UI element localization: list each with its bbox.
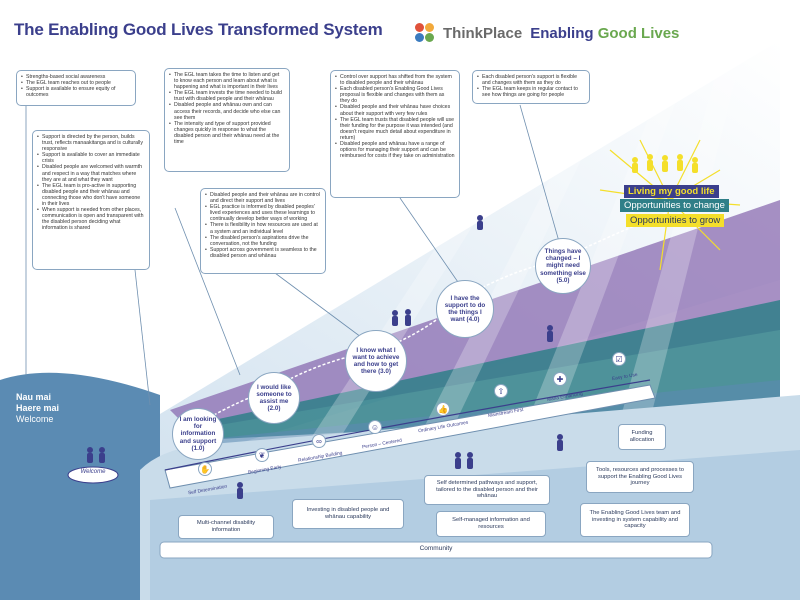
mainstream-first-icon: ⇧ [494,384,508,398]
info-box-4-item: The disabled person's aspirations drive … [205,235,321,247]
self-determination-icon: ✋ [198,462,212,476]
multichannel-information: Multi-channel disability information [178,515,274,539]
easy-to-use-icon: ☑ [612,352,626,366]
welcome-text: Nau mai Haere mai Welcome [16,392,59,425]
info-box-6: Each disabled person's support is flexib… [472,70,590,104]
goal-opportunities-change: Opportunities to change [620,199,729,212]
info-box-5-item: Each disabled person's Enabling Good Liv… [335,86,455,104]
info-box-6-item: The EGL team keeps in regular contact to… [477,86,585,98]
info-box-1-item: Strengths-based social awareness [21,74,131,80]
self-determined-pathways: Self determined pathways and support, ta… [424,475,550,505]
stage-5[interactable]: Things have changed – I might need somet… [535,238,591,294]
goal-opportunities-grow: Opportunities to grow [626,214,725,227]
stage-3[interactable]: I know what I want to achieve and how to… [345,330,407,392]
stage-1[interactable]: I am looking for information and support… [172,408,224,460]
thinkplace-logo-mark [415,23,435,43]
info-box-2-item: Disabled people are welcomed with warmth… [37,164,145,182]
info-box-4-item: There is flexibility in how resources ar… [205,222,321,234]
thinkplace-logo-text: ThinkPlace [443,24,523,42]
info-box-6-item: Each disabled person's support is flexib… [477,74,585,86]
info-box-3-item: The EGL team takes the time to listen an… [169,72,285,90]
celebrating-figures [632,154,698,173]
welcome-sign: Welcome [80,469,106,475]
info-box-2-item: When support is needed from other places… [37,207,145,231]
page-title: The Enabling Good Lives Transformed Syst… [14,20,383,39]
egl-logo-text: Enabling Good Lives [530,24,680,42]
info-box-4-item: EGL practice is informed by disabled peo… [205,204,321,222]
person-centered-icon: ☺ [368,420,382,434]
principles-bar [164,384,656,489]
info-box-2: Support is directed by the person, build… [32,130,150,270]
info-box-4-item: Disabled people and their whānau are in … [205,192,321,204]
info-box-4: Disabled people and their whānau are in … [200,188,326,274]
info-box-5-item: Control over support has shifted from th… [335,74,455,86]
logo-group: ThinkPlace Enabling Good Lives [415,22,679,44]
welcome-line-english: Welcome [16,414,54,424]
info-box-5-item: Disabled people and whānau have a range … [335,141,455,159]
funding-allocation: Funding allocation [618,424,666,450]
egl-team-investing: The Enabling Good Lives team and investi… [580,503,690,537]
community-bar [159,541,713,559]
info-box-3: The EGL team takes the time to listen an… [164,68,290,172]
info-box-4-item: Support across government is seamless to… [205,247,321,259]
people-figures [87,215,563,499]
goal-living-good-life: Living my good life [624,185,719,198]
welcome-hill [0,372,160,600]
info-box-5: Control over support has shifted from th… [330,70,460,198]
mana-enhancing-icon: ✚ [553,372,567,386]
tools-resources-processes: Tools, resources and processes to suppor… [586,461,694,493]
info-box-1: Strengths-based social awareness The EGL… [16,70,136,106]
info-box-5-item: Disabled people and their whānau have ch… [335,104,455,116]
info-box-2-item: The EGL team is pro-active in supporting… [37,183,145,207]
welcome-line-maori-1: Nau mai [16,392,52,402]
self-managed-resources: Self-managed information and resources [436,511,546,537]
relationship-building-icon: ∞ [312,434,326,448]
info-box-1-item: Support is available to ensure equity of… [21,86,131,98]
info-box-1-item: The EGL team reaches out to people [21,80,131,86]
ordinary-life-outcomes-icon: 👍 [436,402,450,416]
stage-2[interactable]: I would like someone to assist me (2.0) [248,372,300,424]
investing-capability: Investing in disabled people and whānau … [292,499,404,529]
beam-strips [290,60,740,470]
community-label: Community [419,545,453,552]
beginning-early-icon: ❦ [255,448,269,462]
info-box-2-item: Support is available to cover an immedia… [37,152,145,164]
info-box-3-item: The intensity and type of support provid… [169,121,285,145]
info-box-3-item: Disabled people and whānau own and can a… [169,102,285,120]
connector-lines [25,104,561,406]
beam-light [150,40,780,470]
info-box-3-item: The EGL team invests the time needed to … [169,90,285,102]
stage-4[interactable]: I have the support to do the things I wa… [436,280,494,338]
path-line [164,379,651,471]
welcome-line-maori-2: Haere mai [16,403,60,413]
info-box-5-item: The EGL team trusts that disabled people… [335,117,455,141]
info-box-2-item: Support is directed by the person, build… [37,134,145,152]
